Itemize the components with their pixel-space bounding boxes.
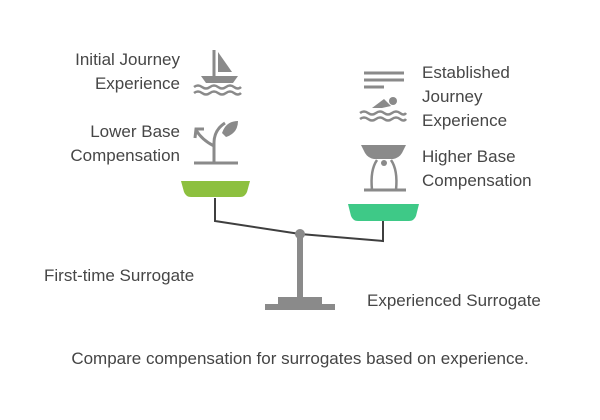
label-line: Established [422, 63, 510, 82]
sprout-icon [193, 121, 238, 165]
label-line: Compensation [422, 171, 532, 190]
label-line: Higher Base [422, 147, 516, 166]
label-line: Lower Base [90, 122, 180, 141]
fountain-icon [361, 145, 406, 192]
right-pan [348, 204, 419, 221]
label-line: Experience [94, 74, 180, 93]
scale-base-step [278, 297, 322, 304]
scale-base [265, 304, 335, 310]
label-initial-journey-experience: Initial Journey Experience [75, 48, 180, 96]
beam-pivot [295, 229, 305, 239]
label-experienced-surrogate: Experienced Surrogate [367, 291, 541, 310]
swimmer-icon [359, 71, 408, 122]
left-pan [181, 181, 250, 197]
label-line: Experience [422, 111, 508, 130]
sailboat-icon [193, 50, 242, 96]
label-first-time-surrogate: First-time Surrogate [44, 266, 195, 285]
label-line: Initial Journey [75, 50, 180, 69]
label-established-journey-experience: Established Journey Experience [422, 61, 510, 133]
label-line: Journey [422, 87, 483, 106]
scale-post [297, 236, 303, 297]
scale-beam [214, 198, 384, 243]
label-lower-base-compensation: Lower Base Compensation [70, 120, 180, 168]
label-line: Compensation [70, 146, 180, 165]
scale-stand [265, 236, 335, 310]
diagram-caption: Compare compensation for surrogates base… [71, 349, 529, 368]
label-higher-base-compensation: Higher Base Compensation [422, 145, 532, 193]
